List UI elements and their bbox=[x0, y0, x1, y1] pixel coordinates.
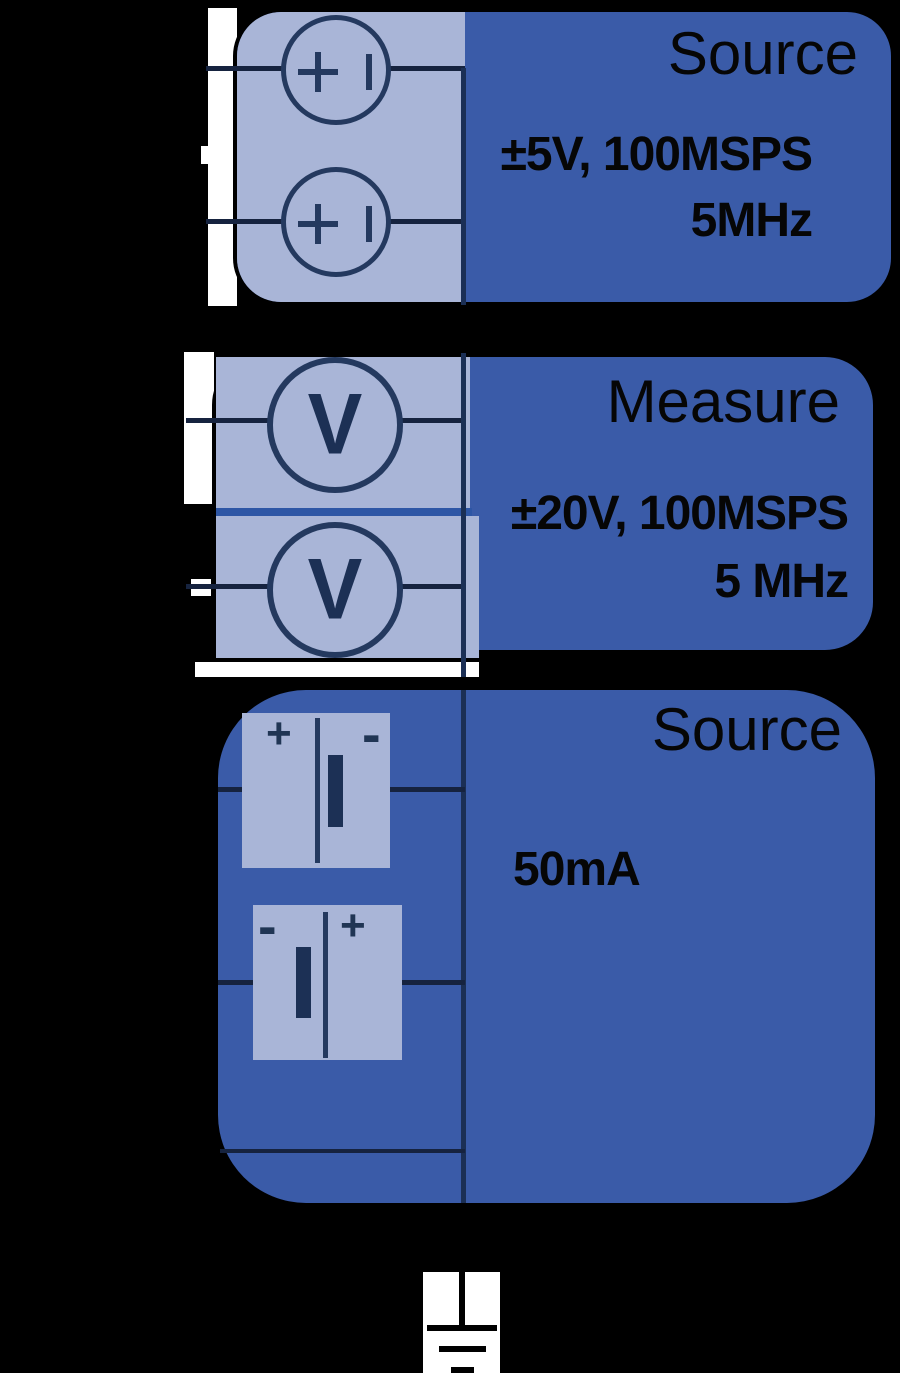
bus-line-top bbox=[461, 68, 466, 305]
ground-stem-icon bbox=[459, 1272, 465, 1328]
wire-bottom-rail bbox=[220, 1149, 465, 1153]
wire-meas2-right bbox=[402, 584, 465, 589]
ground-bar1-icon bbox=[427, 1325, 497, 1331]
ground-bar3-icon bbox=[451, 1367, 474, 1373]
battery1-long-plate-icon bbox=[315, 718, 320, 863]
voltmeter-symbol-2: V bbox=[267, 522, 403, 658]
battery1-short-plate-icon bbox=[328, 755, 343, 827]
measure-spec-line1: ±20V, 100MSPS bbox=[510, 487, 849, 540]
bus-line-bottom bbox=[461, 690, 466, 1203]
wire-src2-right bbox=[389, 219, 465, 224]
wire-src1-left bbox=[206, 66, 283, 71]
white-nub-left-of-source-box bbox=[201, 146, 210, 164]
voltmeter-label: V bbox=[307, 376, 363, 473]
wire-src2-left bbox=[206, 219, 283, 224]
source-top-spec-line1: ±5V, 100MSPS bbox=[500, 128, 813, 181]
measure-title: Measure bbox=[606, 368, 840, 435]
battery2-long-plate-icon bbox=[323, 912, 328, 1058]
measure-spec-line2: 5 MHz bbox=[714, 555, 849, 608]
current-source-symbol-1 bbox=[281, 15, 391, 125]
battery2-plus-sign: + bbox=[340, 901, 366, 950]
white-patch-left-of-source-box bbox=[208, 8, 237, 306]
ground-bar2-icon bbox=[439, 1346, 486, 1352]
source-bottom-title: Source bbox=[651, 696, 842, 763]
current-source-symbol-2 bbox=[281, 167, 391, 277]
measure-specs: ±20V, 100MSPS 5 MHz bbox=[510, 480, 849, 616]
wire-meas1-left bbox=[186, 418, 268, 423]
measure-panel-bottom-outline bbox=[212, 658, 479, 662]
ground-symbol bbox=[423, 1272, 500, 1373]
current-bar-icon bbox=[366, 206, 372, 242]
wire-meas1-right bbox=[402, 418, 465, 423]
wire-meas2-left bbox=[186, 584, 268, 589]
battery1-minus-sign: - bbox=[362, 702, 381, 765]
voltmeter-symbol-1: V bbox=[267, 357, 403, 493]
battery1-plus-sign: + bbox=[266, 709, 292, 758]
battery2-short-plate-icon bbox=[296, 947, 311, 1018]
source-bottom-spec: 50mA bbox=[513, 843, 641, 896]
source-top-spec-line2: 5MHz bbox=[690, 194, 813, 247]
plus-icon bbox=[315, 52, 321, 92]
white-strip-below-measure-box bbox=[195, 662, 479, 677]
plus-icon bbox=[315, 204, 321, 244]
white-patch-left-of-measure-box bbox=[184, 352, 214, 504]
measure-panel-divider bbox=[216, 508, 472, 516]
voltmeter-label: V bbox=[307, 541, 363, 638]
wire-src1-right bbox=[389, 66, 465, 71]
source-top-specs: ±5V, 100MSPS 5MHz bbox=[500, 122, 813, 254]
battery2-minus-sign: - bbox=[258, 894, 277, 957]
bus-line-middle bbox=[461, 353, 466, 677]
source-top-title: Source bbox=[667, 20, 858, 87]
current-bar-icon bbox=[366, 54, 372, 90]
